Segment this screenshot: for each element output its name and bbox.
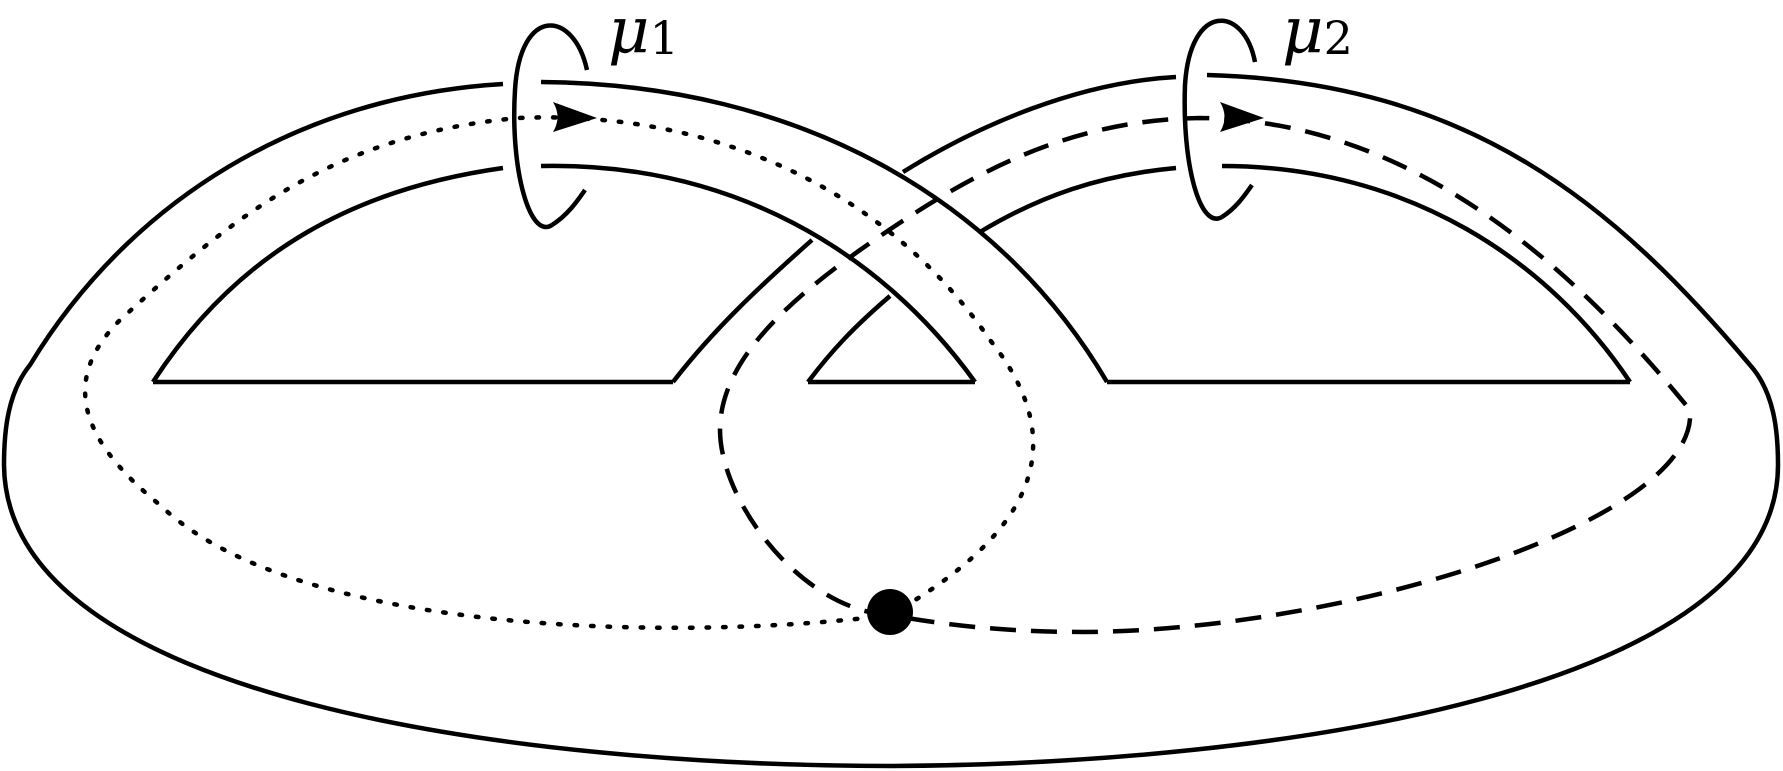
left-band-inner-arc-right — [540, 163, 977, 384]
dotted-loop — [82, 115, 1036, 631]
outer-boundary — [1, 72, 1781, 769]
dashed-loop — [717, 115, 1693, 635]
right-band-inner-arc — [978, 165, 1177, 234]
right-band-inner-arc-right — [1221, 163, 1632, 384]
arrowhead-mu2 — [1220, 102, 1264, 132]
right-band-under-strand-outer — [671, 238, 814, 384]
arrowhead-mu1 — [553, 102, 597, 132]
meridian-mu1 — [512, 23, 590, 230]
left-band-outer-arc — [540, 79, 1109, 384]
label-mu2: μ2 — [1282, 0, 1353, 68]
left-band-inner-arc — [151, 165, 504, 384]
meridian-mu2 — [1182, 18, 1258, 221]
label-mu1: μ1 — [608, 0, 679, 68]
right-band-outer-arc — [901, 74, 1177, 174]
right-band-under-strand-inner — [806, 294, 892, 384]
basepoint-dot — [867, 589, 913, 635]
